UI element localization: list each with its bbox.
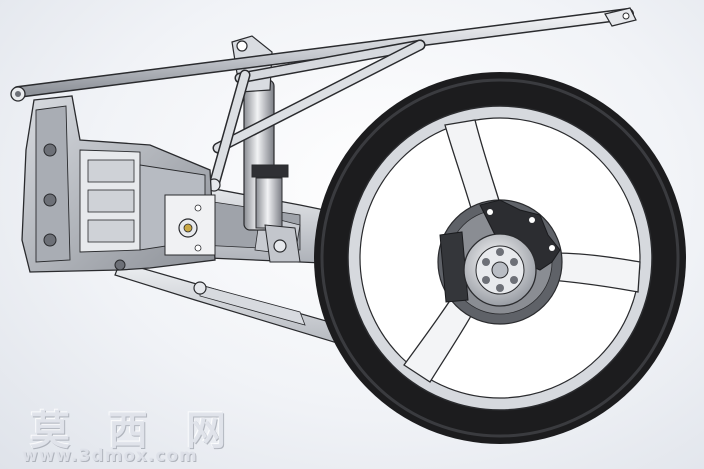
watermark-logo: 莫 西 网 [30,408,238,454]
engine-gearbox-block [21,95,216,273]
wheel-hub [463,233,537,307]
watermark-url: www.3dmox.com [22,446,198,466]
rear-wheel [314,72,686,444]
subframe [10,7,637,192]
